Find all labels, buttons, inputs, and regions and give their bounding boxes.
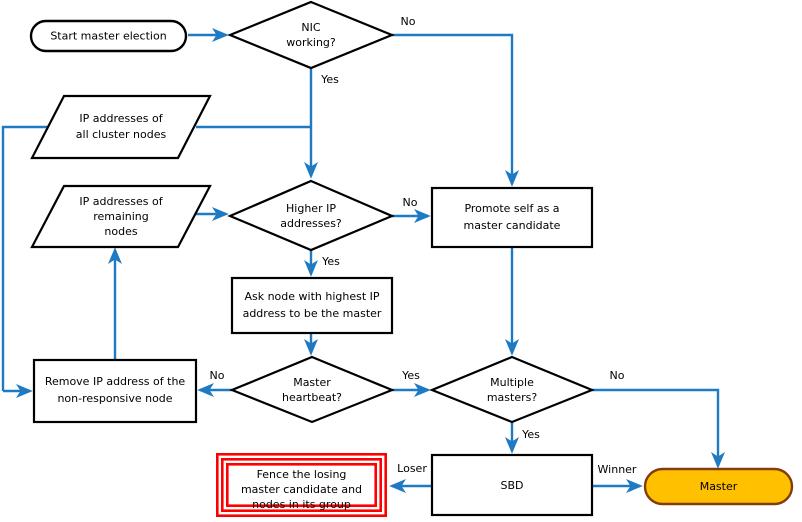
node-sbd-label: SBD [501,479,524,492]
node-ip-remaining-label-line3: nodes [104,225,137,238]
node-remove-ip-label-line2: non-responsive node [57,392,172,405]
node-master[interactable]: Master [643,467,794,506]
node-start-label: Start master election [50,30,166,43]
edge-multiple-no-to-master [592,388,725,469]
node-heartbeat-label-line1: Master [293,376,331,389]
node-multiple-masters-label-line2: masters? [487,391,538,404]
node-higher-ip-label-line1: Higher IP [286,202,336,215]
edge-label-sbd-winner: Winner [598,463,637,476]
node-remove-ip-label-line1: Remove IP address of the [45,375,186,388]
edge-label-heartbeat-no: No [210,369,225,382]
node-fence-label-line1: Fence the losing [257,468,347,481]
edge-label-nic-no: No [401,15,416,28]
edge-label-higher-ip-yes: Yes [321,255,340,268]
edge-feedback-trunk-left [1,125,48,391]
edge-label-multiple-no: No [610,369,625,382]
node-ip-remaining-nodes[interactable]: IP addresses of remaining nodes [30,184,212,249]
edge-label-sbd-loser: Loser [397,462,427,475]
node-higher-ip-label-line2: addresses? [280,217,342,230]
node-ip-remaining-label-line2: remaining [93,210,149,223]
node-nic-label-line2: working? [286,36,336,49]
node-fence-label-line2: master candidate and [241,483,362,496]
node-ip-all-cluster-nodes[interactable]: IP addresses of all cluster nodes [30,94,212,160]
node-promote-label-line2: master candidate [464,219,561,232]
node-master-heartbeat[interactable]: Master heartbeat? [229,355,395,424]
node-remove-ip-address[interactable]: Remove IP address of the non-responsive … [32,358,198,424]
edge-label-nic-yes: Yes [320,73,339,86]
node-multiple-masters[interactable]: Multiple masters? [429,355,595,424]
node-ask-node-label-line1: Ask node with highest IP [244,290,379,303]
node-nic-working[interactable]: NIC working? [227,0,395,70]
edge-label-heartbeat-yes: Yes [401,369,420,382]
node-fence-label-line3: nodes in its group [252,498,351,511]
edge-nic-no-to-promote [392,33,519,187]
edge-label-higher-ip-no: No [403,196,418,209]
node-ask-node-highest-ip[interactable]: Ask node with highest IP address to be t… [230,276,394,335]
node-fence-losing-candidate[interactable]: Fence the losing master candidate and no… [216,452,387,517]
node-heartbeat-label-line2: heartbeat? [282,391,342,404]
node-ip-remaining-label-line1: IP addresses of [79,195,163,208]
node-promote-self[interactable]: Promote self as a master candidate [430,186,594,249]
node-ask-node-label-line2: address to be the master [243,307,382,320]
node-promote-label-line1: Promote self as a [464,202,559,215]
node-ip-all-label-line2: all cluster nodes [76,128,167,141]
node-start[interactable]: Start master election [29,19,188,53]
node-multiple-masters-label-line1: Multiple [490,376,534,389]
node-ip-all-label-line1: IP addresses of [79,112,163,125]
node-master-label: Master [700,480,738,493]
edge-label-multiple-yes: Yes [521,428,540,441]
node-nic-label-line1: NIC [301,21,320,34]
node-sbd[interactable]: SBD [430,453,594,517]
node-higher-ip-addresses[interactable]: Higher IP addresses? [227,179,395,252]
